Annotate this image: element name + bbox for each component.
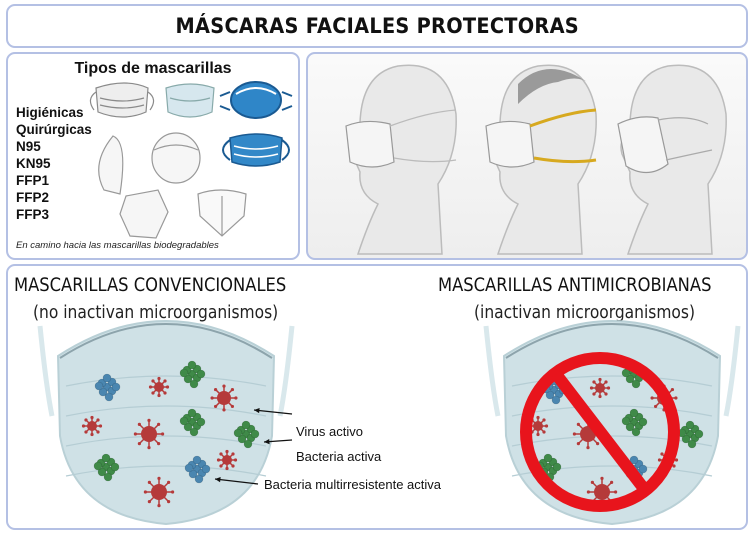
page-title: MÁSCARAS FACIALES PROTECTORAS	[175, 14, 579, 38]
mask-type-item: N95	[16, 139, 41, 154]
mask-wearing-panel	[306, 52, 748, 260]
kn95-side-mask-icon	[98, 135, 124, 195]
mdr-bacteria-icon	[184, 455, 211, 484]
virus-icon	[589, 377, 611, 399]
bacteria-icon	[233, 420, 260, 449]
conventional-mask-illustration	[37, 320, 295, 526]
virus-icon	[216, 449, 238, 471]
mask-types-list: Higiénicas Quirúrgicas N95 KN95 FFP1 FFP…	[16, 104, 92, 223]
bacteria-icon	[179, 360, 206, 389]
mask-type-item: KN95	[16, 156, 51, 171]
title-box: MÁSCARAS FACIALES PROTECTORAS	[6, 4, 748, 48]
bacteria-icon	[621, 408, 648, 437]
arrow-icon	[263, 439, 293, 445]
biodegradable-note: En camino hacia las mascarillas biodegra…	[16, 240, 219, 251]
antimicrobial-heading: MASCARILLAS ANTIMICROBIANAS	[438, 274, 712, 296]
antimicrobial-subheading: (inactivan microorganismos)	[474, 302, 695, 323]
hygienic-mask-icon	[89, 82, 155, 118]
mask-type-item: FFP1	[16, 173, 50, 188]
bacteria-label: Bacteria activa	[296, 449, 382, 464]
blue-surgical-mask-icon	[222, 133, 290, 167]
mask-type-item: Higiénicas	[16, 105, 84, 120]
mask-type-item: Quirúrgicas	[16, 122, 92, 137]
faces-illustration	[345, 64, 727, 255]
conventional-subheading: (no inactivan microorganismos)	[33, 302, 279, 323]
virus-icon	[81, 415, 103, 437]
n95-blue-mask-icon	[219, 81, 293, 119]
virus-icon	[210, 384, 238, 412]
arrow-icon	[214, 477, 259, 485]
head-with-mask-illustration	[485, 64, 597, 255]
surgical-mask-icon	[165, 83, 215, 118]
mask-types-heading: Tipos de mascarillas	[74, 60, 232, 77]
conventional-heading: MASCARILLAS CONVENCIONALES	[14, 274, 287, 296]
arrow-icon	[253, 407, 293, 415]
mdr-bacteria-icon	[94, 373, 121, 402]
mdr-bacteria-label: Bacteria multirresistente activa	[264, 477, 442, 492]
head-with-mask-illustration	[617, 64, 727, 255]
antimicrobial-mask-illustration	[483, 320, 741, 526]
bacteria-icon	[93, 453, 120, 482]
callout-arrows	[214, 407, 293, 485]
mask-type-item: FFP3	[16, 207, 50, 222]
virus-icon	[143, 476, 175, 508]
head-with-mask-illustration	[345, 64, 457, 255]
ffp2-mask-icon	[119, 189, 169, 239]
mask-types-panel: Tipos de mascarillas Higiénicas Quirúrgi…	[6, 52, 300, 260]
microbe-masks-illustration	[37, 320, 741, 526]
bacteria-icon	[535, 453, 562, 482]
mask-types-illustration	[89, 81, 293, 239]
virus-icon	[133, 418, 165, 450]
bacteria-icon	[677, 420, 704, 449]
virus-icon	[148, 376, 170, 398]
bacteria-icon	[179, 408, 206, 437]
ffp1-cup-mask-icon	[151, 132, 201, 184]
comparison-panel: MASCARILLAS CONVENCIONALES (no inactivan…	[6, 264, 748, 530]
ffp3-folded-mask-icon	[197, 189, 247, 237]
prohibition-icon	[520, 352, 680, 512]
virus-label: Virus activo	[296, 424, 363, 439]
mask-type-item: FFP2	[16, 190, 50, 205]
